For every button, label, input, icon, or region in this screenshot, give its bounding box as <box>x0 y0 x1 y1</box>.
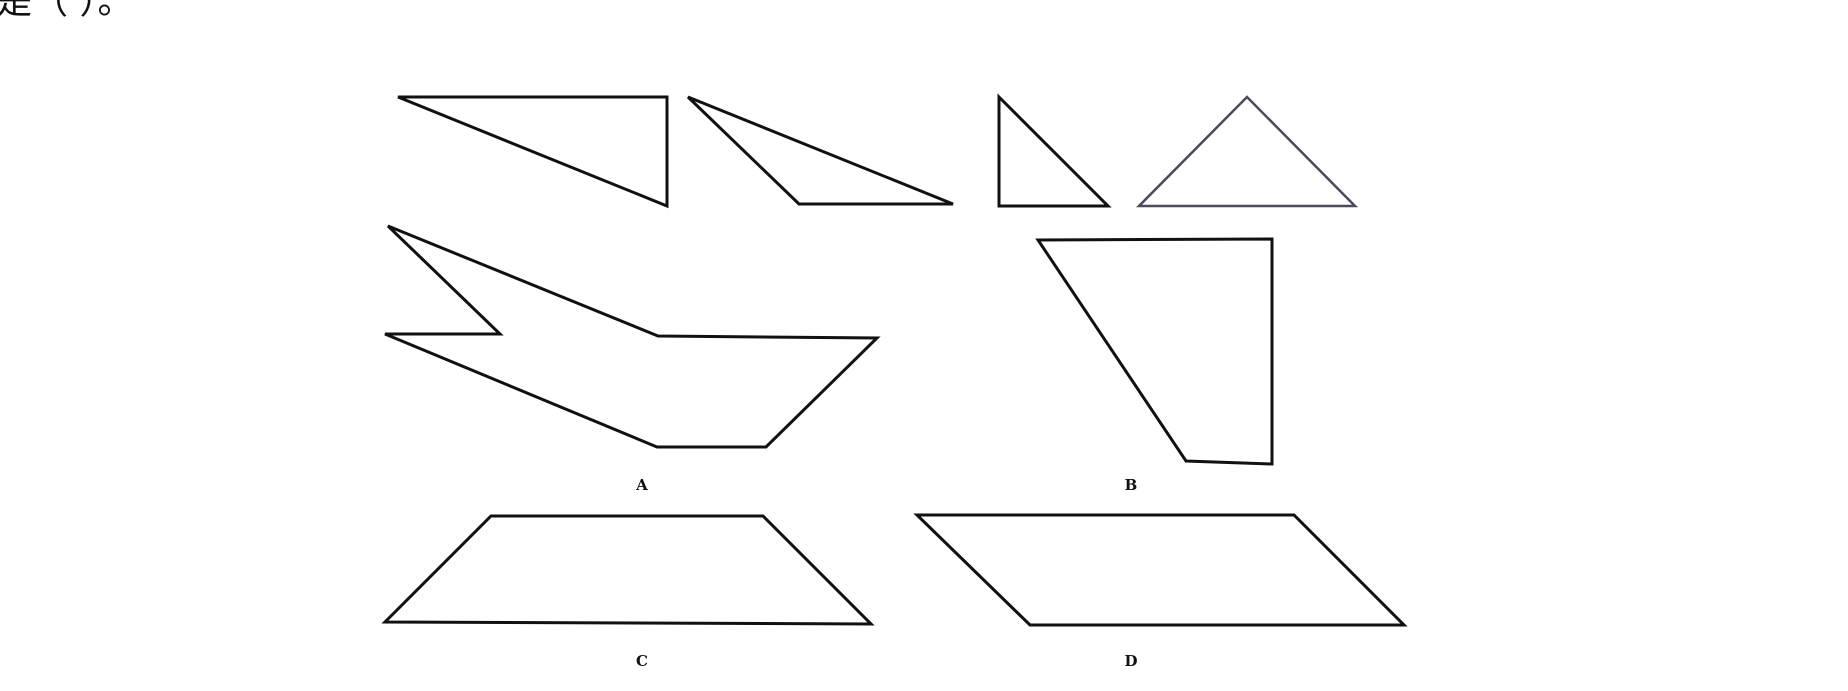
option-d[interactable]: D <box>913 513 1408 670</box>
option-d-label: D <box>1124 652 1137 670</box>
option-b[interactable]: B <box>1035 237 1274 494</box>
piece-isosceles-triangle <box>1136 95 1358 208</box>
option-b-label: B <box>1125 476 1138 494</box>
option-a-label: A <box>635 476 648 494</box>
given-pieces <box>397 93 1358 209</box>
option-d-shape <box>913 513 1408 627</box>
piece-small-right-triangle <box>997 93 1112 208</box>
option-b-shape <box>1035 237 1274 466</box>
option-a[interactable]: A <box>384 224 881 494</box>
option-c-shape <box>381 514 875 626</box>
option-a-shape <box>384 224 881 449</box>
piece-right-triangle <box>397 95 669 209</box>
piece-obtuse-triangle <box>686 95 954 206</box>
option-c-label: C <box>636 652 648 670</box>
option-c[interactable]: C <box>381 514 875 670</box>
question-text: 是（ ）。 <box>0 0 134 22</box>
